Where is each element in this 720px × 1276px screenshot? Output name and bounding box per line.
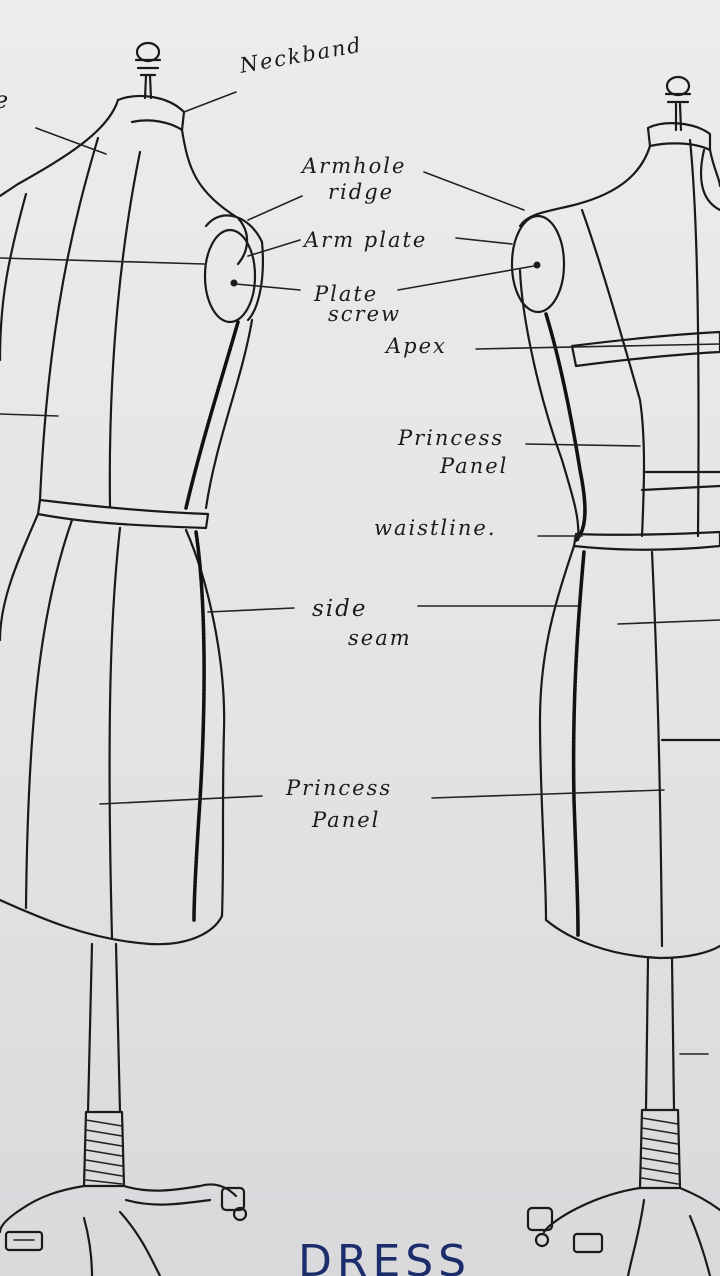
leader-side-seam-left [208, 608, 294, 612]
leader-arm-plate-right [456, 238, 512, 244]
left-shoulder-right [182, 130, 247, 264]
leader-princess-lower-left [100, 796, 262, 804]
label-waistline: waistline. [374, 518, 497, 539]
left-neckband [118, 96, 184, 130]
label-side: side [312, 598, 368, 621]
leader-neckband [184, 92, 236, 112]
label-apex: Apex [386, 336, 447, 357]
right-plate-screw [534, 262, 541, 269]
left-shoulder-outline [0, 100, 118, 196]
label-princess-upper: Princess [398, 428, 504, 449]
leader-plate-screw-left [236, 284, 300, 290]
label-ridge: ridge [328, 182, 394, 203]
left-neck-knob [136, 43, 160, 98]
label-princess-lower: Princess [286, 778, 392, 799]
left-waistband [38, 500, 208, 528]
leader-side-seam-far [618, 620, 720, 624]
right-neck-knob [666, 77, 690, 130]
label-screw: screw [328, 304, 401, 325]
leader-apex [476, 344, 720, 349]
label-arm-plate: Arm plate [304, 230, 427, 251]
right-dress-form [512, 77, 720, 1276]
right-side-seam-lower [574, 552, 584, 936]
label-edge-left: e [0, 88, 10, 112]
label-panel-lower: Panel [312, 810, 380, 831]
right-neckband [648, 123, 710, 150]
leader-arm-plate-left [248, 240, 300, 256]
leader-princess-upper [526, 444, 640, 446]
left-side-seam-lower [194, 532, 204, 920]
label-panel-upper: Panel [440, 456, 508, 477]
leader-armhole-ridge-left [248, 196, 302, 220]
left-plate-screw [231, 280, 238, 287]
leader-armhole-ridge-right [424, 172, 524, 210]
title-dress: DRESS [298, 1240, 471, 1276]
leader-princess-lower-right [432, 790, 664, 798]
label-armhole: Armhole [302, 156, 406, 177]
left-dress-form [0, 43, 263, 1276]
label-seam: seam [348, 628, 412, 649]
left-arm-plate [205, 230, 255, 322]
